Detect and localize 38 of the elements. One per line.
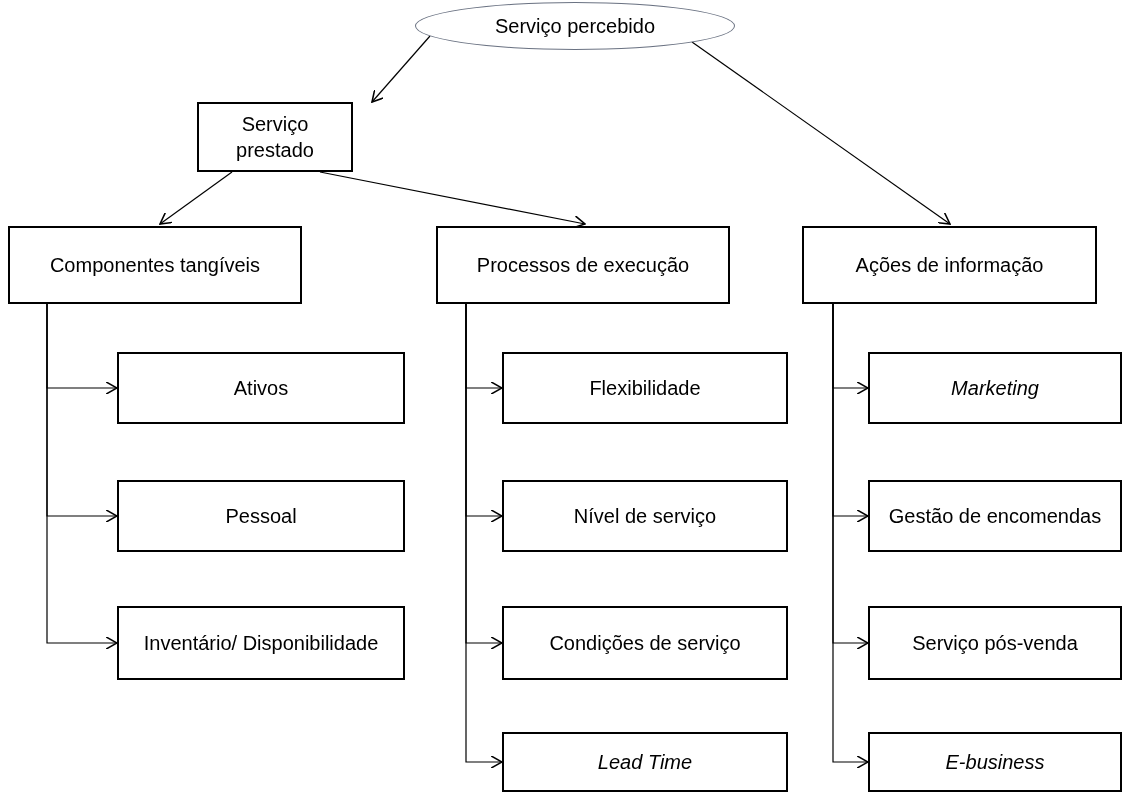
process-box bbox=[436, 226, 730, 304]
arrow bbox=[159, 171, 233, 225]
process-box bbox=[868, 606, 1122, 680]
node-label: Serviço percebido bbox=[494, 14, 656, 39]
node-label: Ações de informação bbox=[855, 253, 1044, 278]
node-label: Gestão de encomendas bbox=[888, 504, 1102, 529]
process-box bbox=[197, 102, 353, 172]
process-box bbox=[117, 606, 405, 680]
node-label: E-business bbox=[945, 750, 1045, 775]
node-label: Processos de execução bbox=[476, 253, 690, 278]
arrow bbox=[832, 303, 869, 769]
node-label: Marketing bbox=[951, 376, 1039, 401]
arrow bbox=[371, 35, 431, 103]
arrow bbox=[46, 303, 118, 650]
process-box bbox=[502, 606, 788, 680]
node-label: Condições de serviço bbox=[549, 631, 741, 656]
process-box bbox=[868, 732, 1122, 792]
node-label: Inventário/ Disponibilidade bbox=[143, 631, 379, 656]
arrow bbox=[691, 41, 951, 225]
node-label: Lead Time bbox=[597, 750, 693, 775]
process-box bbox=[8, 226, 302, 304]
node-label: Componentes tangíveis bbox=[49, 253, 261, 278]
process-box bbox=[868, 352, 1122, 424]
node-label: Nível de serviço bbox=[573, 504, 717, 529]
node-label: Serviço prestado bbox=[235, 112, 315, 163]
arrow bbox=[465, 303, 503, 769]
node-label: Flexibilidade bbox=[589, 376, 701, 401]
process-box bbox=[117, 352, 405, 424]
process-box bbox=[502, 480, 788, 552]
process-box bbox=[868, 480, 1122, 552]
process-box bbox=[802, 226, 1097, 304]
node-label: Ativos bbox=[233, 376, 289, 401]
node-label: Pessoal bbox=[225, 504, 297, 529]
node-label: Serviço pós-venda bbox=[912, 631, 1078, 656]
process-box bbox=[117, 480, 405, 552]
process-box bbox=[502, 732, 788, 792]
process-box bbox=[502, 352, 788, 424]
arrow bbox=[319, 171, 586, 229]
